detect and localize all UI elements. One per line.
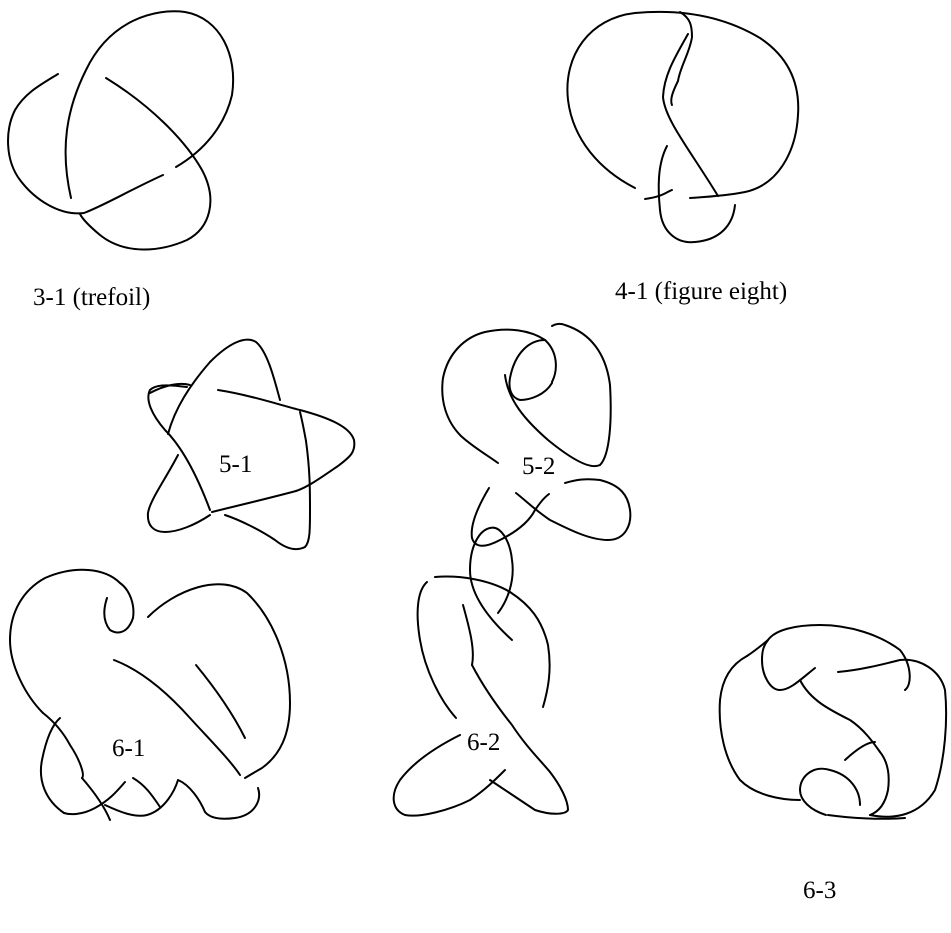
knot-label-5-2: 5-2 [522,453,556,480]
knot-label-6-1: 6-1 [112,735,146,762]
knot-label-6-3: 6-3 [803,877,837,904]
knot-label-3-1: 3-1 (trefoil) [33,284,151,311]
knot-4-1-diagram [566,10,800,244]
knot-label-5-1: 5-1 [219,451,253,478]
knot-6-1-diagram [9,568,291,821]
knot-5-2-diagram [441,322,632,547]
knot-5-1-diagram [146,338,356,551]
knot-3-1-diagram [7,10,235,251]
knot-6-2-diagram [392,526,569,817]
knot-label-4-1: 4-1 (figure eight) [615,278,788,305]
knot-label-6-2: 6-2 [467,729,501,756]
knot-6-3-diagram [718,624,948,820]
